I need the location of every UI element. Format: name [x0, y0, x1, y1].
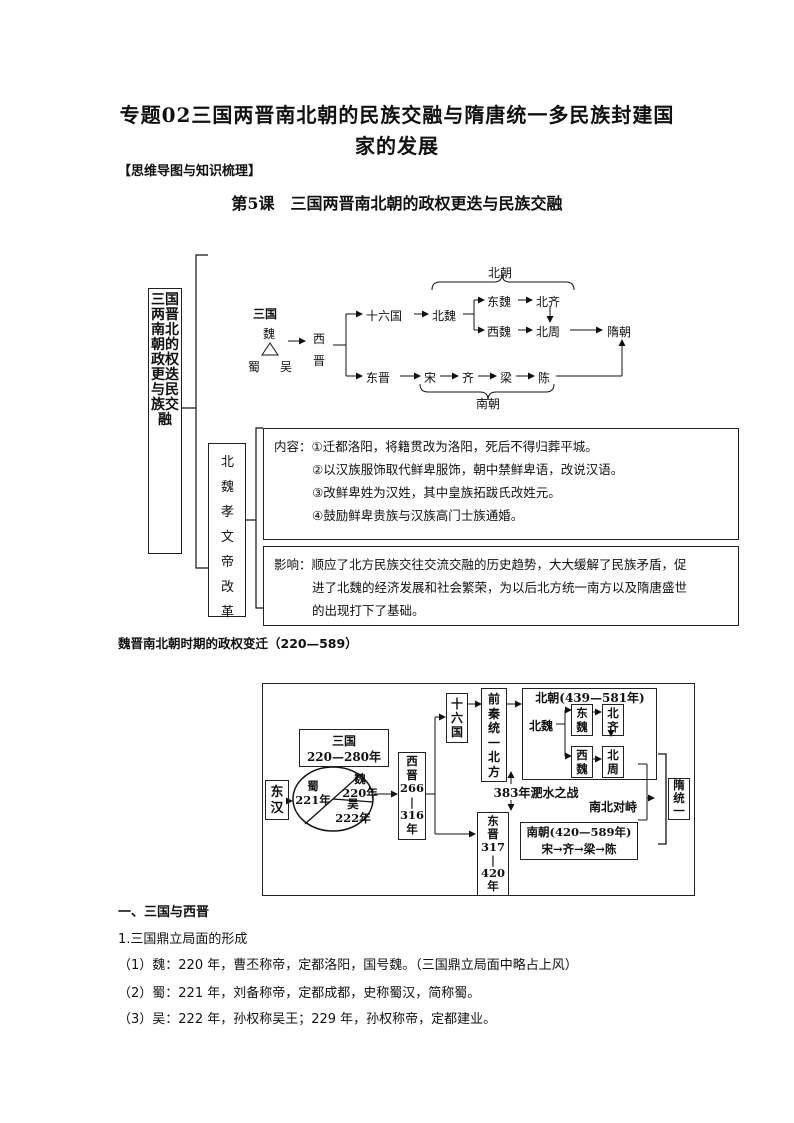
- beichao-box: 北朝(439—581年) 北魏 东 魏 北 齐 西 魏 北 周: [522, 688, 657, 780]
- impact-line-1: 影响：顺应了北方民族交往交流交融的历史趋势，大大缓解了民族矛盾，促: [274, 557, 687, 572]
- xiwei-box: 西 魏: [571, 746, 593, 778]
- qianqin-box: 前 秦 统 一 北 方: [481, 688, 507, 782]
- lesson-title: 第5课 三国两晋南北朝的政权更迭与民族交融: [231, 194, 563, 213]
- section1-item-1: （1）魏：220 年，曹丕称帝，定都洛阳，国号魏。（三国鼎立局面中略占上风）: [118, 958, 578, 973]
- section-tag: 【思维导图与知识梳理】: [118, 164, 262, 179]
- nanchao-box: 南朝(420—589年) 宋→齐→梁→陈: [520, 822, 638, 860]
- content-line-1: 内容：①迁都洛阳，将籍贯改为洛阳，死后不得归葬平城。: [274, 439, 598, 454]
- section1-item-3: （3）吴：222 年，孙权称吴王；229 年，孙权称帝，定都建业。: [118, 1012, 497, 1027]
- flow-beichao-label: 北朝: [488, 266, 513, 280]
- xijin-box: 西 晋 266 | 316 年: [398, 752, 426, 840]
- flow-jin: 晋: [313, 354, 326, 368]
- diagram-wei: 魏 220年: [342, 772, 378, 800]
- flow-dongjin: 东晋: [366, 371, 391, 385]
- sanguo-box: 三国 220—280年: [299, 729, 389, 767]
- flow-beizhou: 北周: [536, 325, 561, 339]
- dongwei-box: 东 魏: [571, 704, 593, 736]
- impact-line-2: 进了北魏的经济发展和社会繁荣，为以后北方统一南方以及隋唐盛世: [312, 580, 688, 595]
- content-line-2: ②以汉族服饰取代鲜卑服饰，朝中禁鲜卑语，改说汉语。: [312, 462, 624, 477]
- sui-box: 隋 统 一: [668, 778, 690, 820]
- dongjin-box: 东 晋 317 | 420 年: [477, 812, 509, 896]
- reform-impact-box: 影响：顺应了北方民族交往交流交融的历史趋势，大大缓解了民族矛盾，促 进了北魏的经…: [263, 546, 739, 626]
- feishui-label: 383年淝水之战: [493, 786, 579, 800]
- diagram-shu: 蜀 221年: [295, 779, 331, 807]
- flow-qi: 齐: [462, 371, 475, 385]
- doc-title-line1: 专题02三国两晋南北朝的民族交融与隋唐统一多民族封建国: [119, 103, 675, 127]
- mindmap-lines: [182, 254, 626, 609]
- flow-suichao: 隋朝: [607, 325, 632, 339]
- flow-sanguo: 三国: [253, 307, 278, 321]
- flow-beiwei: 北魏: [432, 309, 457, 323]
- section1-sub1: 1.三国鼎立局面的形成: [118, 932, 248, 947]
- flow-nanchao-label: 南朝: [476, 397, 501, 411]
- flow-shu: 蜀: [248, 360, 261, 374]
- shiliuguo-box: 十 六 国: [446, 693, 468, 743]
- nanbei-label: 南北对峙: [588, 800, 637, 814]
- diagram-caption: 魏晋南北朝时期的政权变迁（220—589）: [118, 636, 358, 651]
- diagram-wu: 吴 222年: [335, 797, 371, 825]
- beiqi-box: 北 齐: [602, 704, 624, 736]
- flow-chen: 陈: [538, 371, 551, 385]
- section1-heading: 一、三国与西晋: [118, 905, 210, 920]
- flow-xiwei: 西魏: [487, 325, 512, 339]
- beizhou-box: 北 周: [602, 746, 624, 778]
- mindmap-main-label: 三国两晋南北朝的政权更迭与民族交融: [148, 288, 182, 554]
- section1-item-2: （2）蜀：221 年，刘备称帝，定都成都，史称蜀汉，简称蜀。: [118, 986, 481, 1001]
- flow-wu: 吴: [280, 360, 293, 374]
- content-line-3: ③改鲜卑姓为汉姓，其中皇族拓跋氏改姓元。: [312, 485, 561, 500]
- flow-song: 宋: [424, 371, 437, 385]
- flow-beiqi: 北齐: [536, 295, 561, 309]
- donghan-box: 东汉: [265, 780, 289, 820]
- reform-content-box: 内容：①迁都洛阳，将籍贯改为洛阳，死后不得归葬平城。 ②以汉族服饰取代鲜卑服饰，…: [263, 428, 739, 540]
- reform-label-box: 北魏孝文帝改革: [208, 443, 246, 620]
- flow-wei: 魏: [263, 327, 276, 341]
- flow-xi: 西: [313, 332, 326, 346]
- doc-title-line2: 家的发展: [355, 134, 439, 158]
- flow-dongwei: 东魏: [487, 295, 512, 309]
- flow-liang: 梁: [500, 371, 513, 385]
- regime-diagram: 东汉 三国 220—280年 蜀 221年 魏 220年 吴 222年 西 晋 …: [262, 683, 695, 896]
- impact-line-3: 的出现打下了基础。: [312, 603, 425, 618]
- flow-shiliuguo: 十六国: [366, 309, 403, 323]
- regime-diagram-lines: [286, 700, 667, 845]
- content-line-4: ④鼓励鲜卑贵族与汉族高门士族通婚。: [312, 508, 524, 523]
